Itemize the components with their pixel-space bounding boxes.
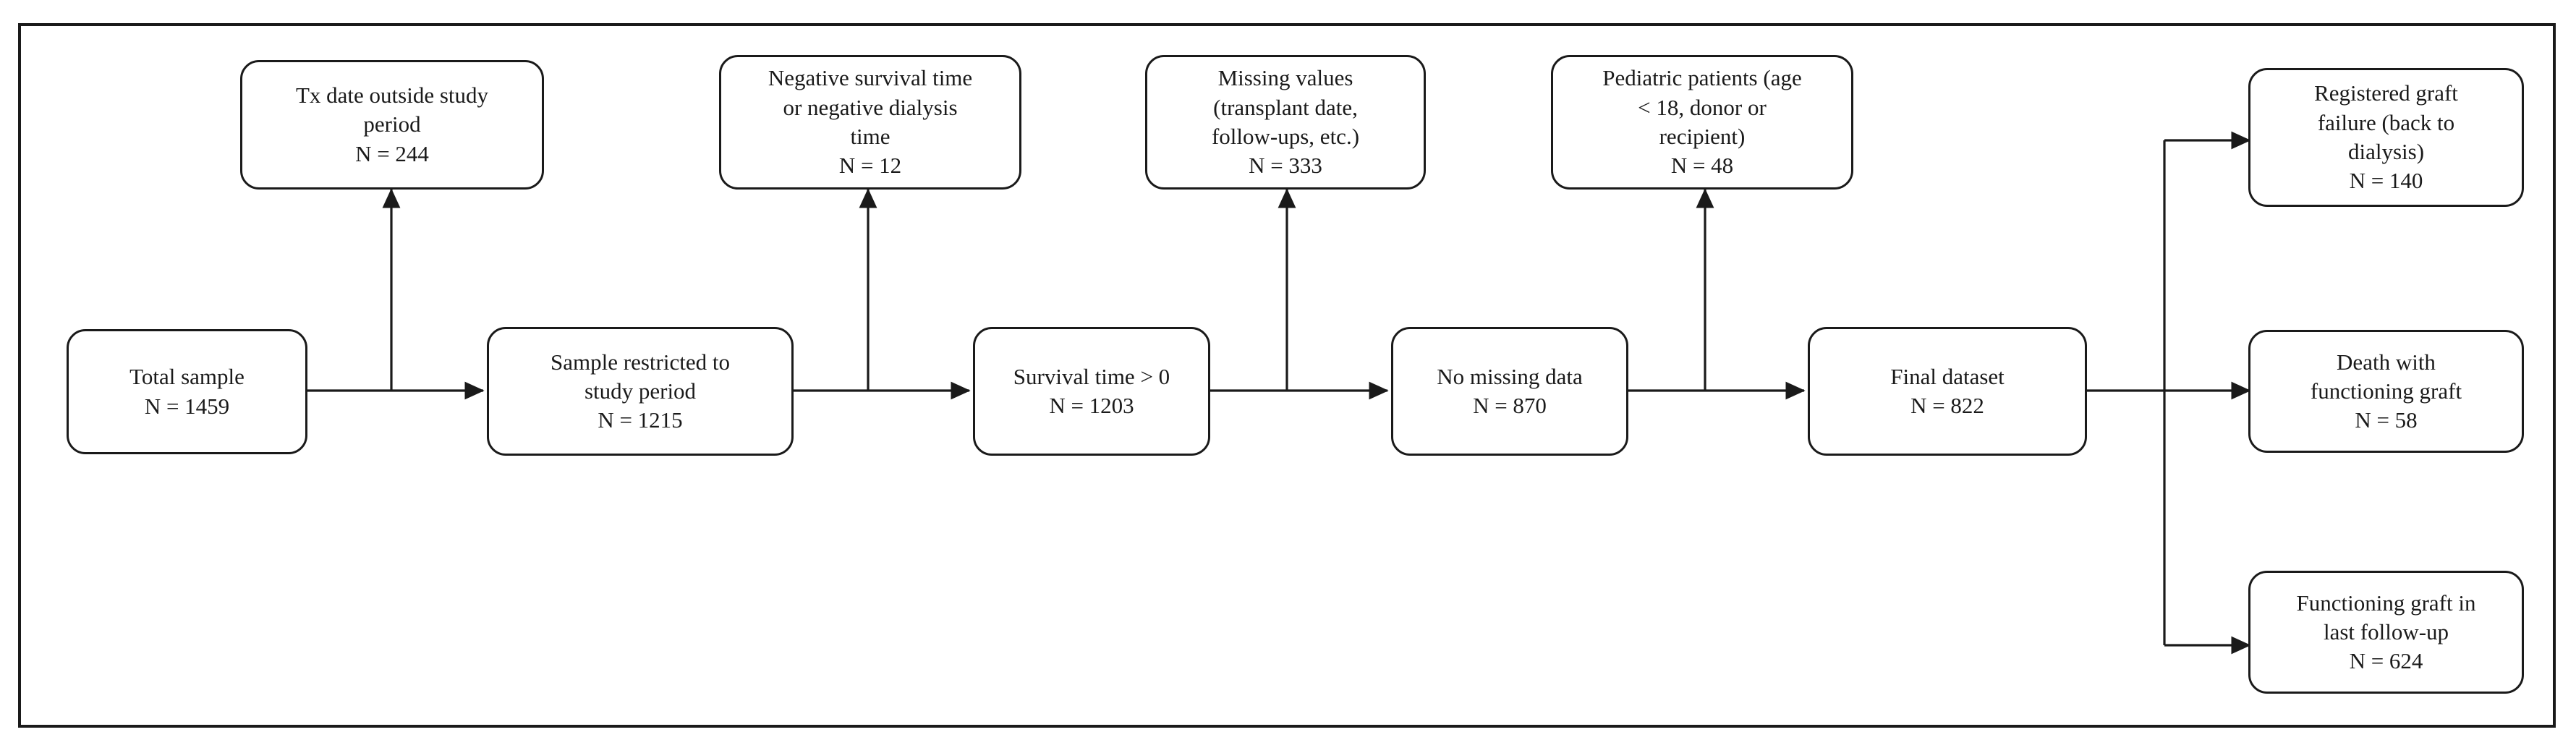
node-pediatric-patients[interactable]: Pediatric patients (age < 18, donor or r… xyxy=(1551,55,1853,190)
node-line: N = 870 xyxy=(1473,393,1547,418)
node-line: Registered graft xyxy=(2314,80,2458,106)
node-line: recipient) xyxy=(1659,124,1746,149)
node-line: N = 12 xyxy=(838,153,902,179)
node-final-dataset[interactable]: Final dataset N = 822 xyxy=(1808,327,2087,456)
node-missing-values[interactable]: Missing values (transplant date, follow-… xyxy=(1145,55,1426,190)
node-line: Tx date outside study xyxy=(295,82,489,109)
node-line: N = 624 xyxy=(2349,648,2423,674)
node-line: or negative dialysis xyxy=(783,94,958,120)
node-line: Pediatric patients (age xyxy=(1602,65,1802,91)
node-line: No missing data xyxy=(1437,363,1583,389)
node-line: Functioning graft in xyxy=(2296,590,2476,616)
node-negative-survival-time[interactable]: Negative survival time or negative dialy… xyxy=(719,55,1021,190)
node-line: < 18, donor or xyxy=(1638,94,1767,120)
node-registered-graft-failure[interactable]: Registered graft failure (back to dialys… xyxy=(2248,68,2524,207)
node-line: Missing values xyxy=(1217,65,1353,91)
node-survival-time[interactable]: Survival time > 0 N = 1203 xyxy=(973,327,1210,456)
node-death-functioning-graft[interactable]: Death with functioning graft N = 58 xyxy=(2248,330,2524,453)
node-no-missing-data[interactable]: No missing data N = 870 xyxy=(1391,327,1628,456)
diagram-frame xyxy=(18,23,2556,728)
node-tx-date-outside[interactable]: Tx date outside study period N = 244 xyxy=(240,60,544,190)
node-line: (transplant date, xyxy=(1213,94,1358,120)
node-line: study period xyxy=(584,378,697,404)
node-line: N = 244 xyxy=(355,140,429,166)
node-line: Total sample xyxy=(129,364,245,390)
node-line: N = 333 xyxy=(1249,153,1322,179)
node-line: Survival time > 0 xyxy=(1013,363,1170,389)
node-line: N = 1215 xyxy=(598,407,683,433)
node-line: N = 1459 xyxy=(144,393,230,419)
node-line: N = 1203 xyxy=(1049,393,1134,418)
node-sample-restricted[interactable]: Sample restricted to study period N = 12… xyxy=(487,327,794,456)
node-functioning-graft-last-followup[interactable]: Functioning graft in last follow-up N = … xyxy=(2248,571,2524,694)
node-line: follow-ups, etc.) xyxy=(1211,124,1360,149)
node-line: time xyxy=(850,124,890,149)
node-line: Death with xyxy=(2337,349,2436,375)
node-line: N = 140 xyxy=(2349,168,2423,194)
node-line: last follow-up xyxy=(2323,618,2449,644)
node-line: functioning graft xyxy=(2310,378,2462,404)
node-line: period xyxy=(363,111,421,137)
node-line: Negative survival time xyxy=(768,65,973,91)
node-line: N = 822 xyxy=(1910,393,1984,418)
node-line: N = 48 xyxy=(1670,153,1734,179)
node-line: N = 58 xyxy=(2355,407,2418,433)
node-line: Final dataset xyxy=(1890,363,2005,389)
node-line: dialysis) xyxy=(2347,139,2425,164)
node-line: Sample restricted to xyxy=(551,349,730,375)
node-total-sample[interactable]: Total sample N = 1459 xyxy=(67,329,307,454)
node-line: failure (back to xyxy=(2317,109,2455,135)
